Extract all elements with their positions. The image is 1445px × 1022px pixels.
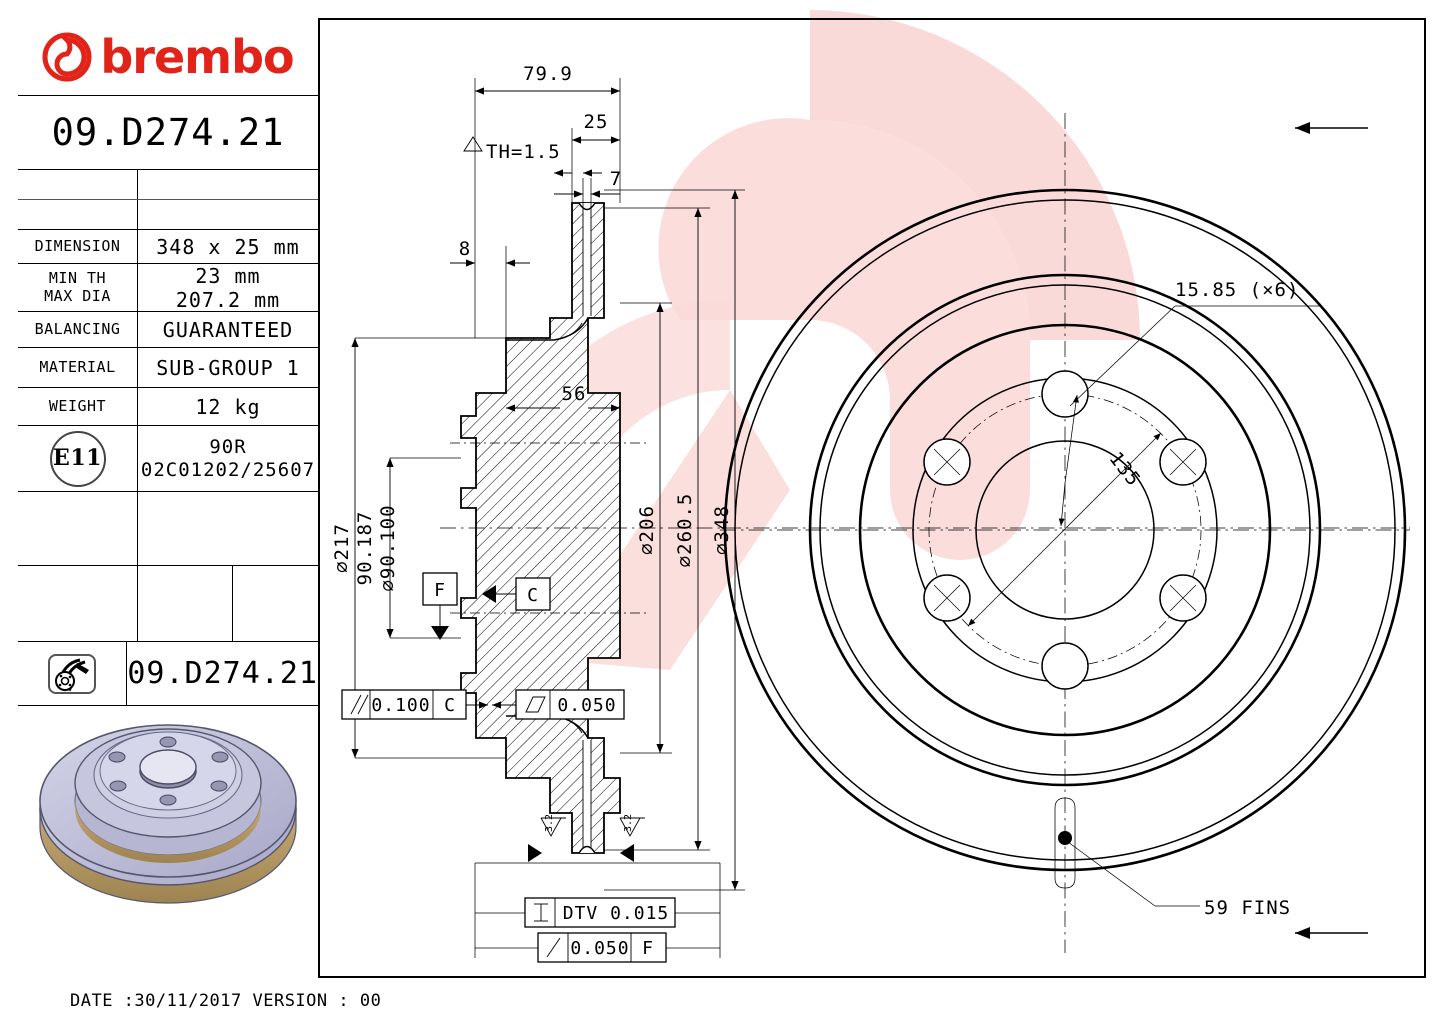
approval-mark-cell: E11 — [18, 426, 138, 491]
label-min-th-max-dia: MIN TH MAX DIA — [18, 264, 138, 311]
fcf-dtv: DTV 0.015 — [524, 897, 676, 928]
part-number-repeat: 09.D274.21 — [127, 656, 318, 691]
part-number-row: 09.D274.21 — [18, 96, 318, 170]
runout-value: 0.050 — [570, 938, 629, 959]
fcf-parallelism: 0.100 C — [341, 689, 488, 720]
title-block: brembo 09.D274.21 DIMENSION 348 x 25 mm … — [18, 18, 320, 978]
callout-bolt-hole-dia: 15.85 (×6) — [1058, 279, 1320, 527]
blank-cell-4c — [233, 566, 318, 641]
roughness-left: 3.2 — [540, 814, 566, 837]
face-view: 15.85 (×6) 135 59 FINS — [720, 113, 1410, 953]
dim-th-wear-text: TH=1.5 — [486, 141, 561, 163]
row-min-th-max-dia: MIN TH MAX DIA 23 mm 207.2 mm — [18, 264, 318, 312]
label-balancing: BALANCING — [18, 312, 138, 347]
label-material: MATERIAL — [18, 348, 138, 387]
blank-cell-3b — [138, 492, 318, 565]
part-number: 09.D274.21 — [51, 111, 285, 154]
roughness-left-value: 3.2 — [544, 814, 555, 832]
dim-inner-dia-1: ⌀260.5 — [674, 493, 696, 568]
e11-approval-icon: E11 — [49, 430, 106, 487]
fcf-flatness: 0.050 — [492, 689, 625, 720]
parallelism-datum: C — [444, 695, 456, 716]
value-weight: 12 kg — [195, 394, 261, 419]
brand-logo-row: brembo — [18, 18, 318, 96]
dim-vane: 7 — [610, 168, 622, 190]
blank-cell-4a — [18, 566, 138, 641]
bolt-holes — [923, 370, 1207, 690]
row-balancing: BALANCING GUARANTEED — [18, 312, 318, 348]
blank-row-2 — [18, 200, 318, 230]
dim-th-wear: TH=1.5 — [463, 136, 602, 177]
row-material: MATERIAL SUB-GROUP 1 — [18, 348, 318, 388]
value-dimension: 348 x 25 mm — [156, 234, 300, 259]
value-min-th-max-dia: 23 mm 207.2 mm — [138, 263, 318, 312]
blank-cell-1a — [18, 170, 138, 199]
brake-icon-cell — [18, 642, 128, 705]
blank-row-4 — [18, 566, 318, 642]
callout-fins: 59 FINS — [1054, 797, 1291, 919]
roughness-right-value: 3.2 — [623, 814, 634, 832]
technical-drawing: 79.9 25 TH=1.5 7 8 56 ⌀21 — [331, 63, 1410, 963]
datum-c: C — [482, 577, 551, 611]
dim-bore-min: ⌀90.100 — [377, 504, 399, 591]
label-max-dia: MAX DIA — [44, 286, 111, 305]
runout-datum: F — [642, 938, 654, 959]
datum-f-label: F — [434, 580, 446, 601]
row-dimension: DIMENSION 348 x 25 mm — [18, 230, 318, 264]
parallelism-value: 0.100 — [371, 695, 430, 716]
blank-cell-2b — [138, 200, 318, 229]
value-material: SUB-GROUP 1 — [156, 355, 300, 380]
blank-cell-4b — [138, 566, 233, 641]
brembo-logo-icon — [42, 32, 92, 81]
approval-line-2: 02C01202/25607 — [140, 458, 316, 481]
blank-row-1 — [18, 170, 318, 200]
part-number-repeat-cell: 09.D274.21 — [127, 642, 318, 705]
row-part-number-repeat: 09.D274.21 — [18, 642, 318, 706]
dim-hat-depth: 56 — [562, 383, 587, 405]
blank-cell-1b — [138, 170, 318, 199]
value-balancing: GUARANTEED — [162, 317, 294, 342]
dim-inner-dia-2: ⌀206 — [636, 505, 658, 555]
dim-overall-width: 79.9 — [523, 63, 573, 85]
product-photo-row — [18, 706, 318, 904]
label-min-th: MIN TH — [48, 269, 107, 288]
blank-cell-3a — [18, 492, 138, 565]
datum-c-label: C — [527, 585, 539, 606]
value-min-th: 23 mm — [195, 263, 261, 288]
approval-code-cell: 90R 02C01202/25607 — [138, 426, 318, 491]
brand-wordmark: brembo — [100, 29, 294, 84]
dim-hat-dia: ⌀217 — [331, 523, 353, 573]
brake-disc-icon — [48, 653, 97, 694]
row-approval: E11 90R 02C01202/25607 — [18, 426, 318, 492]
bolt-hole-dia-text: 15.85 (×6) — [1175, 279, 1299, 301]
callout-pcd: 135 — [967, 432, 1162, 627]
dtv-label: DTV 0.015 — [563, 903, 670, 924]
approval-line-1: 90R — [209, 435, 247, 458]
sheet-footer: DATE :30/11/2017 VERSION : 00 — [18, 982, 1426, 1020]
roughness-right: 3.2 — [619, 814, 645, 837]
product-photo — [39, 724, 297, 904]
row-weight: WEIGHT 12 kg — [18, 388, 318, 426]
footer-text: DATE :30/11/2017 VERSION : 00 — [70, 991, 382, 1011]
datum-f: F — [422, 572, 458, 640]
label-dimension: DIMENSION — [18, 230, 138, 263]
blank-row-3 — [18, 492, 318, 566]
value-max-dia: 207.2 mm — [175, 287, 281, 312]
flatness-value: 0.050 — [557, 695, 616, 716]
dim-disc-thickness: 25 — [584, 111, 609, 133]
fcf-runout: 0.050 F — [537, 932, 667, 963]
dim-hat-offset: 8 — [459, 238, 471, 260]
fins-text: 59 FINS — [1204, 897, 1291, 919]
label-weight: WEIGHT — [18, 388, 138, 425]
dim-bore-max: 90.187 — [354, 511, 376, 586]
blank-cell-2a — [18, 200, 138, 229]
